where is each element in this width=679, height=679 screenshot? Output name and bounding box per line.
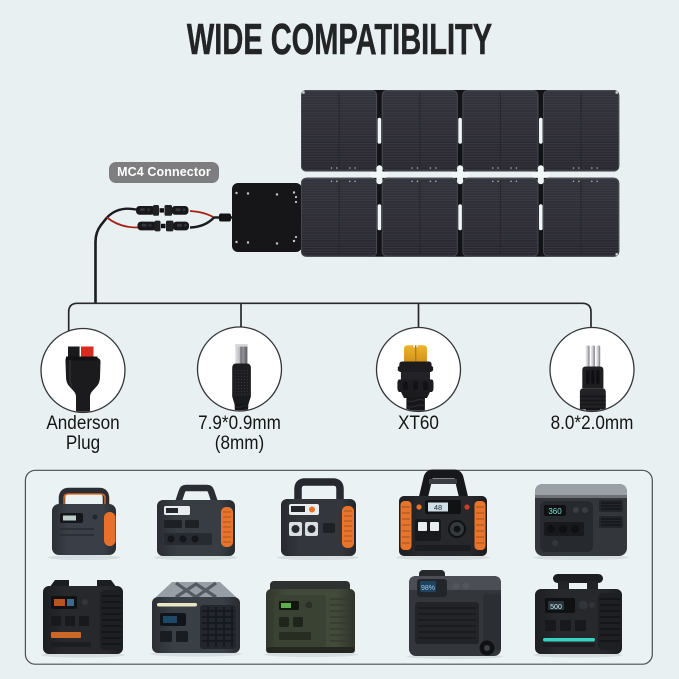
svg-text:98%: 98%: [421, 585, 435, 592]
svg-text:48: 48: [434, 503, 442, 512]
svg-text:500: 500: [550, 604, 562, 611]
svg-text:360: 360: [548, 507, 562, 516]
